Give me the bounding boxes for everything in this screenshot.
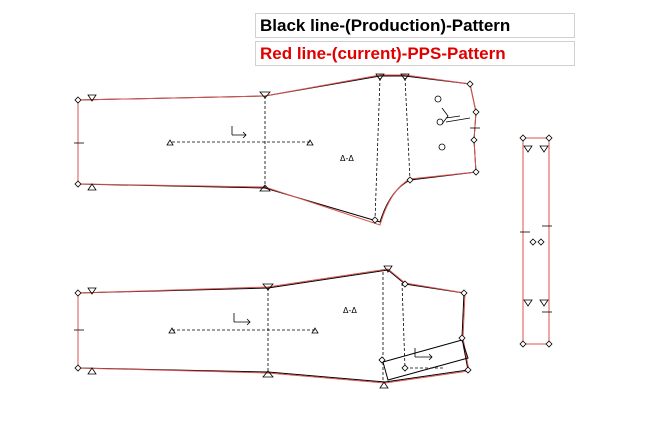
lower-label: Δ-Δ xyxy=(343,306,357,315)
legend-production-label: Black line-(Production)-Pattern xyxy=(260,16,511,35)
lower-production-outline xyxy=(77,269,469,383)
upper-label: Δ-Δ xyxy=(340,154,354,163)
lower-pattern-piece: Δ-Δ xyxy=(74,265,472,389)
upper-pattern-piece: Δ-Δ xyxy=(74,73,480,226)
upper-current-outline xyxy=(77,74,477,226)
upper-production-outline xyxy=(77,75,477,223)
legend-current-label: Red line-(current)-PPS-Pattern xyxy=(260,44,506,63)
legend-current: Red line-(current)-PPS-Pattern xyxy=(255,41,575,66)
waistband-piece xyxy=(519,134,553,348)
lower-current-outline xyxy=(77,268,470,384)
legend-production: Black line-(Production)-Pattern xyxy=(255,13,575,38)
